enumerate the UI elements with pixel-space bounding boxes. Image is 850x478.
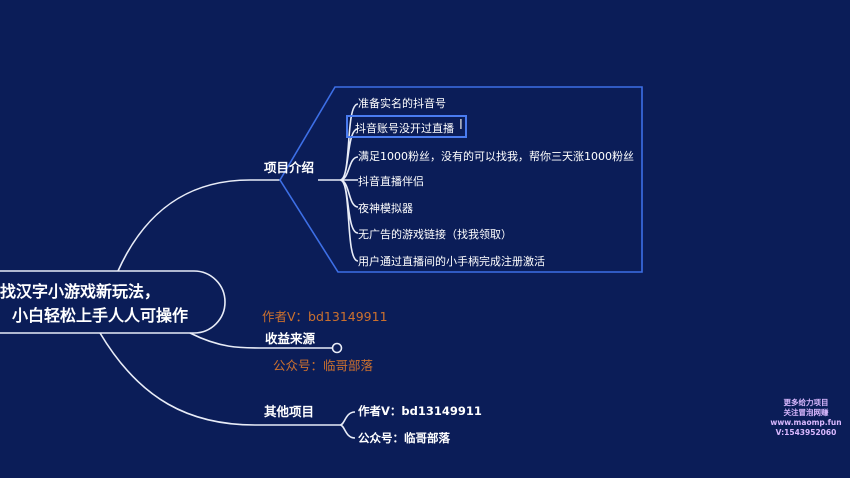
intro-item[interactable]: 抖音直播伴侣 xyxy=(358,175,424,188)
intro-item[interactable]: 夜神模拟器 xyxy=(358,202,413,215)
branch-income[interactable]: 收益来源 xyxy=(265,331,316,346)
intro-item[interactable]: 准备实名的抖音号 xyxy=(358,97,446,110)
branch-other[interactable]: 其他项目 xyxy=(264,404,315,419)
corner-watermark: 更多给力项目 关注冒泡网赚 www.maomp.fun V:1543952060 xyxy=(770,398,842,438)
other-item[interactable]: 作者V：bd13149911 xyxy=(358,404,482,418)
intro-item[interactable]: 无广告的游戏链接（找我领取） xyxy=(358,228,512,241)
intro-group-border xyxy=(279,86,643,273)
root-node-border xyxy=(0,270,226,334)
root-line1[interactable]: 找汉字小游戏新玩法， xyxy=(0,282,161,301)
corner-watermark-line: 关注冒泡网赚 xyxy=(783,408,829,417)
corner-watermark-line: 更多给力项目 xyxy=(783,398,829,407)
collapse-toggle xyxy=(331,342,343,354)
connector-income xyxy=(189,332,337,349)
corner-watermark-line: www.maomp.fun xyxy=(770,418,842,427)
connector-other-children xyxy=(339,411,356,439)
branch-intro[interactable]: 项目介绍 xyxy=(264,160,315,175)
watermark-account: 公众号：临哥部落 xyxy=(273,358,374,373)
intro-item-selected[interactable]: 抖音账号没开过直播 xyxy=(355,122,454,135)
intro-item[interactable]: 满足1000粉丝，没有的可以找我，帮你三天涨1000粉丝 xyxy=(358,150,634,163)
connector-other xyxy=(99,332,340,426)
other-item[interactable]: 公众号：临哥部落 xyxy=(358,431,450,445)
watermark-author: 作者V：bd13149911 xyxy=(262,309,388,324)
intro-item[interactable]: 用户通过直播间的小手柄完成注册激活 xyxy=(358,255,545,268)
selected-node-highlight xyxy=(346,115,467,138)
connector-intro-children xyxy=(318,103,359,262)
text-cursor-icon: I xyxy=(459,118,463,133)
corner-watermark-line: V:1543952060 xyxy=(775,428,837,437)
root-line2[interactable]: 小白轻松上手人人可操作 xyxy=(12,306,189,325)
connector-intro xyxy=(117,179,280,272)
